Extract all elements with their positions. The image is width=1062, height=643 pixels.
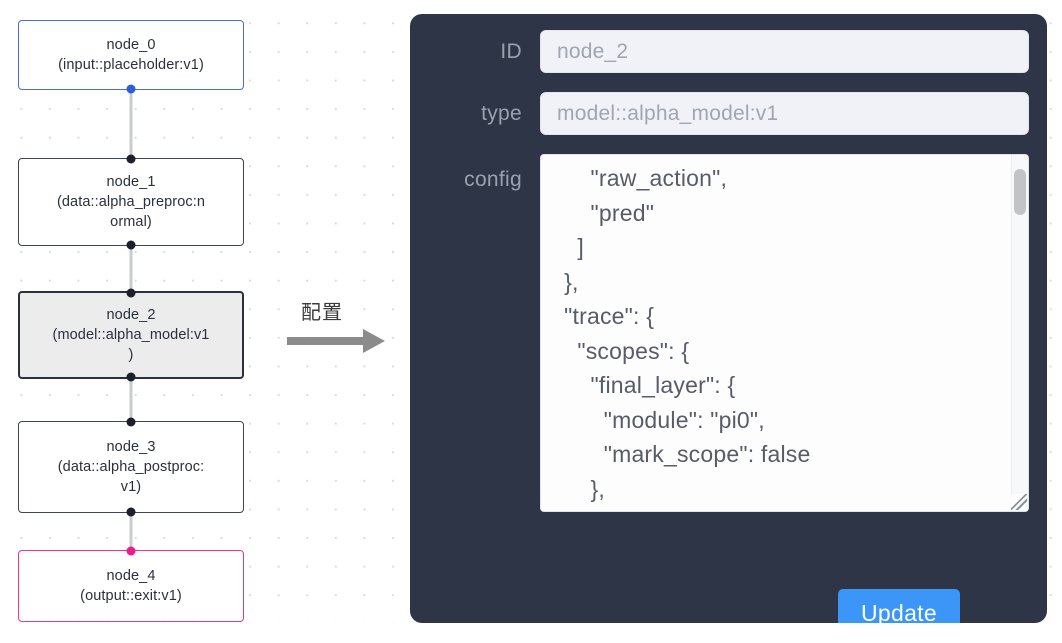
node-id-label: node_0 — [106, 37, 156, 53]
config-textarea[interactable]: "raw_action", "pred" ] }, "trace": { "sc… — [540, 154, 1029, 512]
node-handle-source[interactable] — [126, 372, 136, 382]
node-id-label: node_1 — [106, 174, 156, 190]
node-type-label: (model::alpha_model:v1 — [52, 327, 210, 343]
right-arrow-icon-head — [363, 329, 385, 353]
type-field-label: type — [481, 101, 522, 125]
node-handle-target[interactable] — [126, 546, 136, 556]
node-handle-target[interactable] — [126, 154, 136, 164]
graph-node-node_3[interactable]: node_3 (data::alpha_postproc: v1) — [18, 417, 244, 517]
edge-node3-node4 — [129, 512, 133, 549]
node-id-label: node_4 — [106, 568, 156, 584]
graph-node-node_4[interactable]: node_4 (output::exit:v1) — [18, 546, 244, 622]
config-field-label: config — [464, 168, 522, 191]
annotation-label: 配置 — [301, 300, 343, 324]
graph-node-node_1[interactable]: node_1 (data::alpha_preproc:n ormal) — [18, 154, 244, 250]
id-field-row: ID node_2 — [428, 30, 1029, 73]
node-type-label: (input::placeholder:v1) — [58, 57, 204, 73]
annotation-arrow-group: 配置 — [285, 296, 395, 366]
node-handle-source[interactable] — [126, 507, 136, 517]
id-input[interactable]: node_2 — [540, 30, 1029, 73]
node-config-panel: ID node_2 type model::alpha_model:v1 con… — [410, 14, 1047, 641]
node-type-label-cont: ormal) — [110, 214, 152, 230]
canvas-bottom-edge — [0, 623, 1062, 643]
edge-node2-node3 — [129, 375, 133, 421]
node-id-label: node_2 — [106, 307, 156, 323]
resize-handle-icon[interactable] — [1011, 494, 1027, 510]
node-type-label: (data::alpha_postproc: — [57, 459, 205, 475]
id-field-label: ID — [500, 39, 522, 63]
node-type-label: (data::alpha_preproc:n — [56, 194, 206, 210]
type-input[interactable]: model::alpha_model:v1 — [540, 92, 1029, 135]
graph-node-node_2[interactable]: node_2 (model::alpha_model:v1 ) — [18, 288, 244, 382]
type-field-row: type model::alpha_model:v1 — [428, 92, 1029, 135]
edge-node0-node1 — [129, 90, 133, 158]
node-handle-target[interactable] — [126, 288, 136, 298]
node-handle-target[interactable] — [126, 417, 136, 427]
node-handle-source[interactable] — [126, 240, 136, 250]
graph-node-node_0[interactable]: node_0 (input::placeholder:v1) — [18, 20, 244, 94]
node-id-label: node_3 — [106, 439, 156, 455]
graph-canvas[interactable]: node_0 (input::placeholder:v1) node_1 (d… — [0, 0, 400, 643]
config-scrollbar[interactable] — [1011, 155, 1028, 511]
node-handle-source[interactable] — [126, 84, 136, 94]
right-arrow-icon-shaft — [287, 337, 365, 345]
config-scrollbar-thumb[interactable] — [1014, 169, 1026, 215]
node-type-label: (output::exit:v1) — [80, 588, 182, 604]
config-textarea-content[interactable]: "raw_action", "pred" ] }, "trace": { "sc… — [564, 165, 811, 511]
edge-node1-node2 — [129, 246, 133, 294]
config-field-row: config "raw_action", "pred" ] }, "trace"… — [428, 154, 1029, 512]
node-type-label-cont: ) — [128, 347, 134, 363]
node-type-label-cont: v1) — [120, 479, 142, 495]
